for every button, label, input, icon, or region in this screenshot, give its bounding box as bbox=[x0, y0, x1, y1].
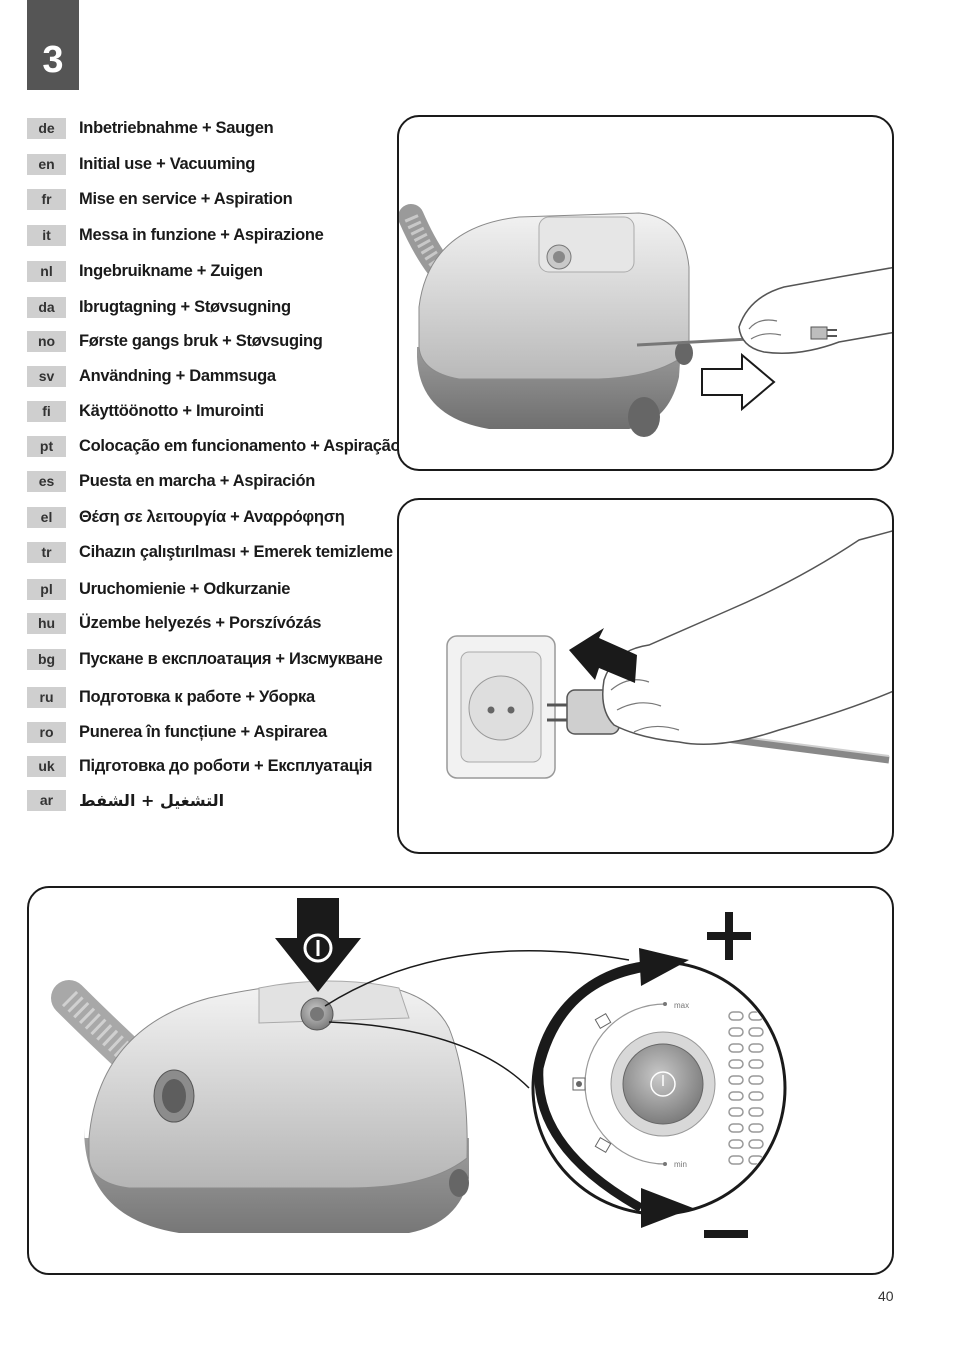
list-item: sv Användning + Dammsuga bbox=[27, 364, 276, 388]
language-code: hu bbox=[27, 612, 66, 634]
plus-icon bbox=[707, 912, 751, 960]
arrow-right-icon bbox=[701, 352, 776, 412]
language-title: Colocação em funcionamento + Aspiração bbox=[79, 436, 401, 455]
language-code: tr bbox=[27, 541, 66, 563]
list-item: en Initial use + Vacuuming bbox=[27, 152, 255, 176]
language-title: Ibrugtagning + Støvsugning bbox=[79, 297, 291, 316]
power-icon bbox=[303, 933, 333, 963]
language-title: Initial use + Vacuuming bbox=[79, 154, 256, 173]
language-title: Messa in funzione + Aspirazione bbox=[79, 225, 324, 244]
language-title: Punerea în funcțiune + Aspirarea bbox=[79, 722, 327, 741]
language-code: el bbox=[27, 506, 66, 528]
page-number: 40 bbox=[878, 1288, 894, 1304]
language-code: pt bbox=[27, 435, 66, 457]
language-code: bg bbox=[27, 648, 66, 670]
list-item: no Første gangs bruk + Støvsuging bbox=[27, 329, 323, 353]
illustration-power-dial: max min bbox=[27, 886, 894, 1275]
list-item: es Puesta en marcha + Aspiración bbox=[27, 469, 315, 493]
arrow-left-icon bbox=[569, 628, 637, 683]
language-code: ar bbox=[27, 789, 66, 811]
list-item: pl Uruchomienie + Odkurzanie bbox=[27, 577, 290, 601]
language-code: da bbox=[27, 296, 66, 318]
language-title: Inbetriebnahme + Saugen bbox=[79, 118, 274, 137]
language-code: it bbox=[27, 224, 66, 246]
step-number: 3 bbox=[42, 39, 64, 81]
dial-min-label: min bbox=[674, 1160, 687, 1169]
language-code: de bbox=[27, 117, 66, 139]
language-title: التشغيل + الشفط bbox=[79, 790, 225, 810]
list-item: el Θέση σε λειτουργία + Αναρρόφηση bbox=[27, 505, 345, 529]
language-title: Ingebruikname + Zuigen bbox=[79, 261, 263, 280]
language-code: uk bbox=[27, 755, 66, 777]
list-item: da Ibrugtagning + Støvsugning bbox=[27, 295, 291, 319]
language-code: en bbox=[27, 153, 66, 175]
list-item: tr Cihazın çalıştırılması + Emerek temiz… bbox=[27, 540, 393, 564]
list-item: fr Mise en service + Aspiration bbox=[27, 187, 293, 211]
language-code: fr bbox=[27, 188, 66, 210]
list-item: pt Colocação em funcionamento + Aspiraçã… bbox=[27, 434, 401, 458]
illustration-plug-in bbox=[397, 498, 894, 854]
language-title: Підготовка до роботи + Експлуатація bbox=[79, 756, 373, 775]
language-title: Användning + Dammsuga bbox=[79, 366, 276, 385]
language-title: Cihazın çalıştırılması + Emerek temizlem… bbox=[79, 542, 393, 561]
list-item: fi Käyttöönotto + Imurointi bbox=[27, 399, 264, 423]
list-item: bg Пускане в експлоатация + Изсмукване bbox=[27, 647, 383, 671]
step-number-badge: 3 bbox=[27, 0, 79, 90]
language-code: es bbox=[27, 470, 66, 492]
list-item: de Inbetriebnahme + Saugen bbox=[27, 116, 274, 140]
illustration-pull-cord bbox=[397, 115, 894, 471]
language-title: Puesta en marcha + Aspiración bbox=[79, 471, 315, 490]
language-title: Første gangs bruk + Støvsuging bbox=[79, 331, 323, 350]
language-code: ro bbox=[27, 721, 66, 743]
list-item: hu Üzembe helyezés + Porszívózás bbox=[27, 611, 321, 635]
list-item: uk Підготовка до роботи + Експлуатація bbox=[27, 754, 373, 778]
language-title: Mise en service + Aspiration bbox=[79, 189, 293, 208]
language-title: Θέση σε λειτουργία + Αναρρόφηση bbox=[79, 507, 345, 526]
power-dial-illustration: max min bbox=[51, 898, 787, 1238]
language-code: pl bbox=[27, 578, 66, 600]
list-item: nl Ingebruikname + Zuigen bbox=[27, 259, 263, 283]
list-item: ar التشغيل + الشفط bbox=[27, 788, 224, 812]
socket-plug-illustration bbox=[446, 530, 892, 779]
list-item: ro Punerea în funcțiune + Aspirarea bbox=[27, 720, 327, 744]
language-code: no bbox=[27, 330, 66, 352]
language-code: ru bbox=[27, 686, 66, 708]
language-title: Uruchomienie + Odkurzanie bbox=[79, 579, 291, 598]
language-code: nl bbox=[27, 260, 66, 282]
language-title: Пускане в експлоатация + Изсмукване bbox=[79, 649, 383, 668]
language-title: Подготовка к работе + Уборка bbox=[79, 687, 315, 706]
language-title: Käyttöönotto + Imurointi bbox=[79, 401, 264, 420]
vacuum-cord-illustration bbox=[399, 204, 892, 437]
list-item: ru Подготовка к работе + Уборка bbox=[27, 685, 315, 709]
language-title: Üzembe helyezés + Porszívózás bbox=[79, 613, 322, 632]
language-code: sv bbox=[27, 365, 66, 387]
dial-max-label: max bbox=[674, 1001, 689, 1010]
list-item: it Messa in funzione + Aspirazione bbox=[27, 223, 324, 247]
language-code: fi bbox=[27, 400, 66, 422]
minus-icon bbox=[704, 1230, 748, 1238]
